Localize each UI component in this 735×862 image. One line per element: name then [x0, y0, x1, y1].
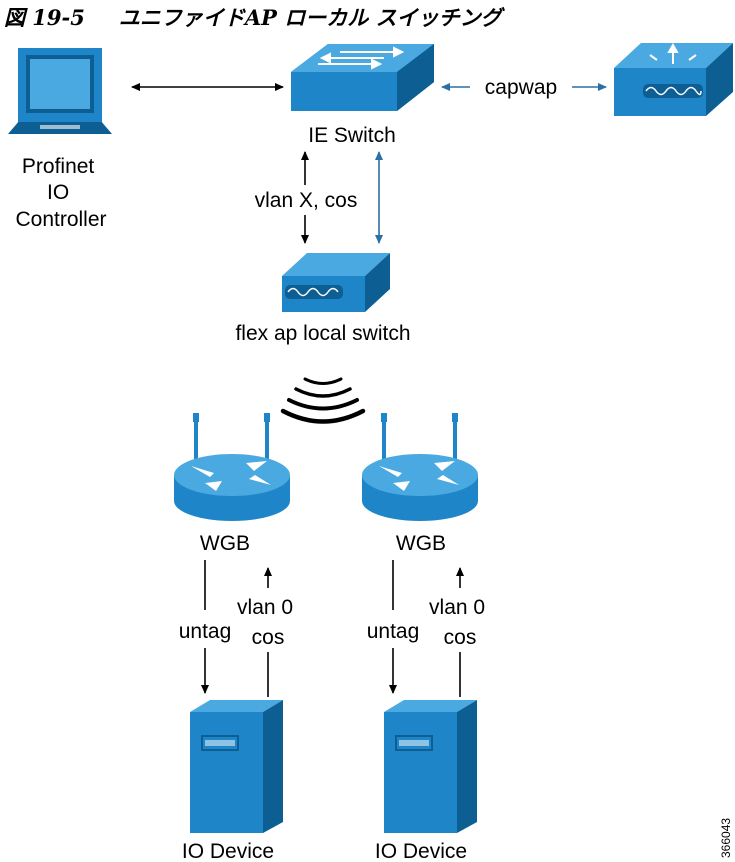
figure-id: 366043 [719, 818, 733, 858]
wgb-right-label: WGB [396, 532, 446, 555]
switch-label: IE Switch [308, 124, 396, 147]
io-device-left-label: IO Device [182, 840, 274, 862]
vlan0-left-label: vlan 0 cos [237, 596, 299, 649]
workstation-icon [8, 48, 112, 134]
vlan-cos-label: vlan X, cos [255, 189, 358, 212]
flex-ap-label: flex ap local switch [235, 322, 410, 345]
io-device-right-server-icon [384, 700, 477, 833]
switch-icon [291, 44, 434, 111]
wgb-right-router-icon [362, 413, 478, 521]
io-device-right-label: IO Device [375, 840, 467, 862]
figure-number: 図 19-5 [4, 5, 85, 30]
untag-right-label: untag [367, 620, 420, 643]
wireless-lan-controller-icon [614, 42, 733, 116]
wgb-left-label: WGB [200, 532, 250, 555]
wireless-signal-icon [280, 377, 366, 424]
figure-caption: ユニファイドAP ローカル スイッチング [118, 5, 502, 30]
access-point-icon [282, 253, 390, 312]
figure-title: 図 19-5 ユニファイドAP ローカル スイッチング [4, 2, 502, 32]
pc-label: Profinet IO Controller [15, 155, 106, 231]
io-device-left-server-icon [190, 700, 283, 833]
capwap-label: capwap [485, 76, 557, 99]
untag-left-label: untag [179, 620, 232, 643]
vlan0-right-label: vlan 0 cos [429, 596, 491, 649]
wgb-left-router-icon [174, 413, 290, 521]
